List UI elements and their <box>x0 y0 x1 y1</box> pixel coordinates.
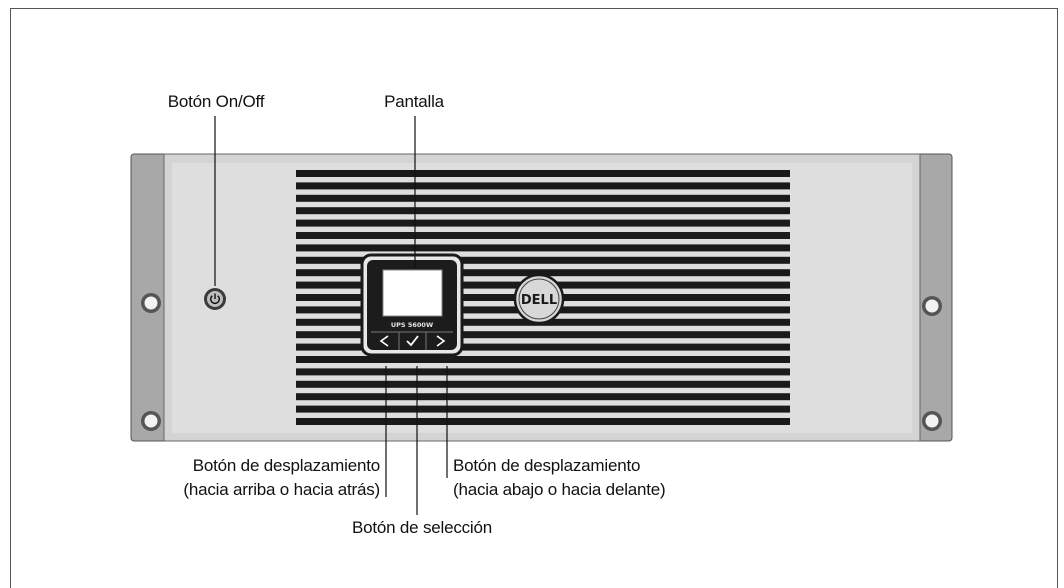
vent-slot <box>296 182 790 190</box>
label-display: Pantalla <box>384 92 445 111</box>
vent-slot <box>296 269 790 277</box>
dell-logo-text: DELL <box>521 293 557 308</box>
control-panel: UPS 5600W <box>360 253 464 357</box>
label-select-button: Botón de selección <box>352 518 492 537</box>
lcd-screen <box>382 269 443 317</box>
label-scroll-up-line1: Botón de desplazamiento <box>193 456 380 475</box>
vent-slot <box>296 194 790 202</box>
vent-slot <box>296 393 790 401</box>
scroll-down-button[interactable] <box>427 333 453 349</box>
power-button[interactable] <box>204 288 226 310</box>
rack-screw-top-left <box>141 293 161 313</box>
label-scroll-down-line2: (hacia abajo o hacia delante) <box>453 480 666 499</box>
power-icon <box>210 293 220 304</box>
label-scroll-down-line1: Botón de desplazamiento <box>453 456 640 475</box>
vent-slot <box>296 256 790 264</box>
vent-slot <box>296 331 790 339</box>
checkmark-icon <box>406 335 419 347</box>
figure-frame <box>10 8 1058 588</box>
select-button[interactable] <box>400 333 425 349</box>
vent-slot <box>296 207 790 215</box>
vent-slot <box>296 343 790 351</box>
label-power-button: Botón On/Off <box>168 92 265 111</box>
rack-screw-bottom-right <box>922 411 942 431</box>
leader-lines <box>214 116 448 515</box>
label-scroll-up-line2: (hacia arriba o hacia atrás) <box>183 480 380 499</box>
vent-slot <box>296 244 790 252</box>
vent-slot <box>296 232 790 239</box>
vent-slot <box>296 356 790 363</box>
rack-screw-top-right <box>922 296 942 316</box>
vent-slot <box>296 380 790 388</box>
vent-slot <box>296 219 790 227</box>
ups-chassis: UPS 5600W DELL <box>130 153 953 442</box>
rack-screw-bottom-left <box>141 411 161 431</box>
vent-slot <box>296 170 790 177</box>
chevron-right-icon <box>436 335 446 347</box>
vent-slot <box>296 368 790 376</box>
model-label: UPS 5600W <box>391 321 433 329</box>
chevron-left-icon <box>379 335 389 347</box>
vent-slot <box>296 405 790 413</box>
scroll-up-button[interactable] <box>371 333 398 349</box>
vent-slot <box>296 418 790 425</box>
dell-logo: DELL <box>513 273 565 325</box>
